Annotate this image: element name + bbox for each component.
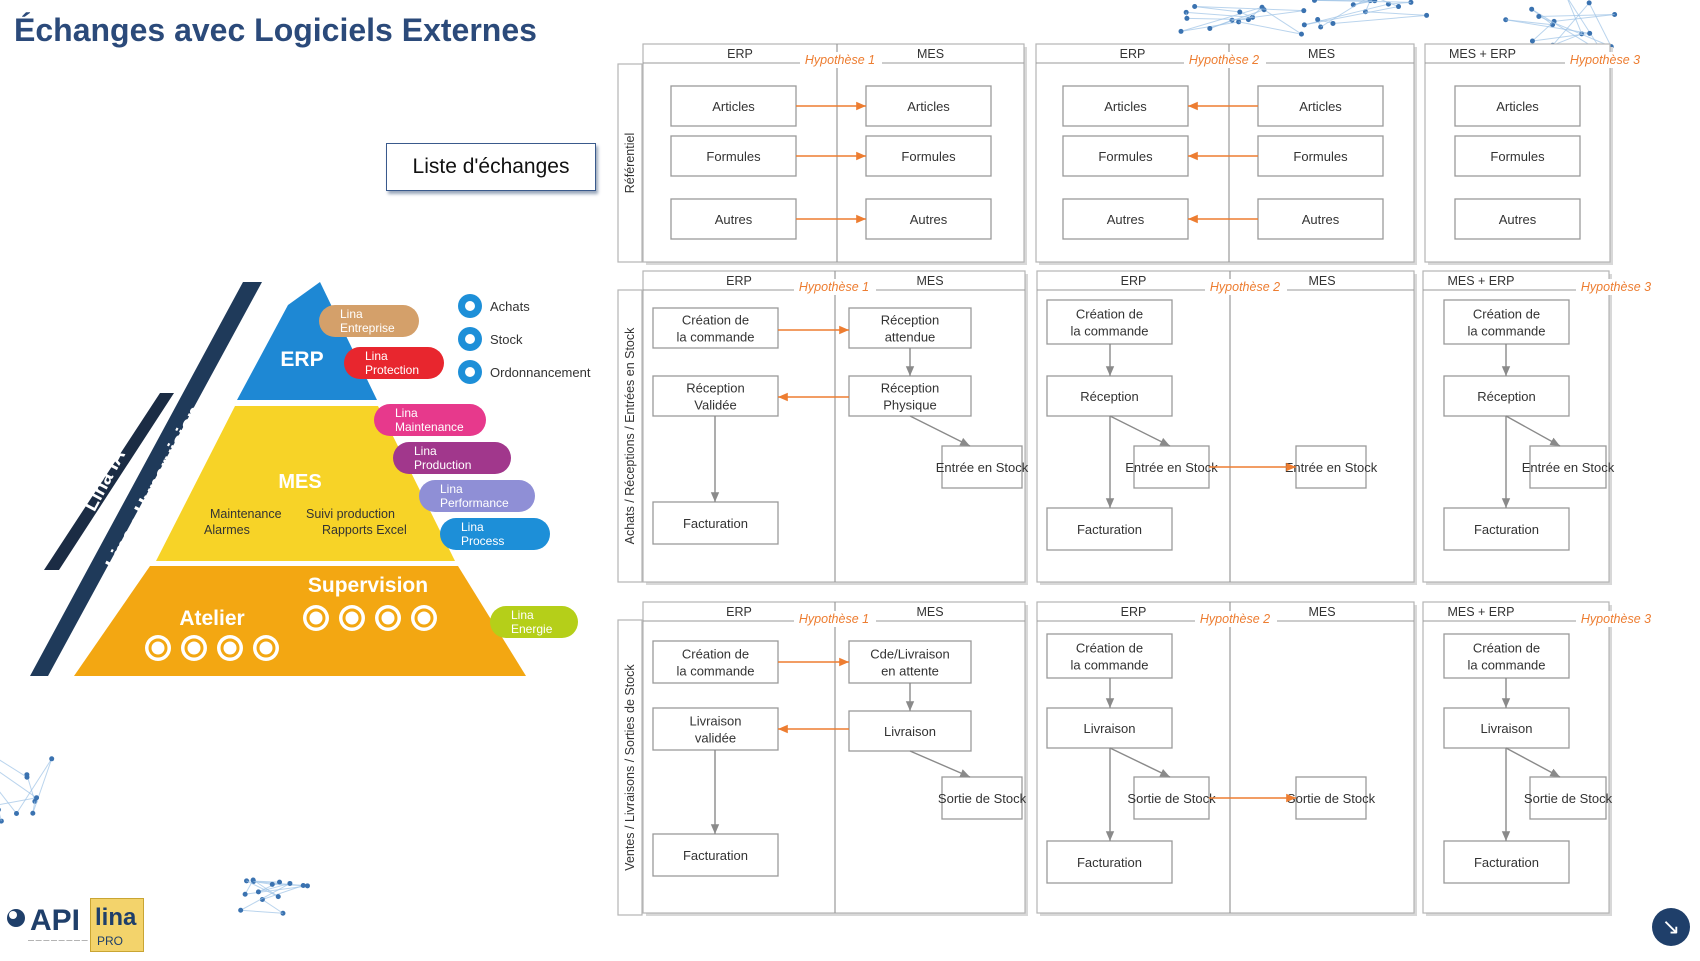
column-header-left: ERP xyxy=(727,47,753,61)
ref-h1-left-0-label: Articles xyxy=(712,99,755,114)
ventes-h1-sortie-stock-label: Sortie de Stock xyxy=(938,791,1027,806)
column-header: MES + ERP xyxy=(1447,605,1514,619)
column-header-right: MES xyxy=(1308,47,1335,61)
column-header-left: ERP xyxy=(1121,605,1147,619)
hypothesis-label: Hypothèse 1 xyxy=(799,280,869,294)
column-header-left: ERP xyxy=(726,274,752,288)
achats-h2-entree-stock-erp-label: Entrée en Stock xyxy=(1125,460,1218,475)
achats-h1-reception-physique-label: Réception xyxy=(881,381,940,396)
ventes-h3-livraison-label: Livraison xyxy=(1480,721,1532,736)
ventes-h3-facturation-label: Facturation xyxy=(1474,855,1539,870)
ref-h2-right-0-label: Articles xyxy=(1299,99,1342,114)
ref-h1-right-2-label: Autres xyxy=(910,212,948,227)
achats-h3-entree-stock-label: Entrée en Stock xyxy=(1522,460,1615,475)
achats-h2-creation-label: Création de xyxy=(1076,307,1143,322)
ref-h1-left-1-label: Formules xyxy=(706,149,761,164)
achats-h3-creation-label: Création de xyxy=(1473,307,1540,322)
ref-h2-right-1-label: Formules xyxy=(1293,149,1348,164)
row-label-2: Ventes / Livraisons / Sorties de Stock xyxy=(623,664,637,871)
ventes-h3-creation-label: la commande xyxy=(1467,658,1545,673)
column-header-right: MES xyxy=(1308,274,1335,288)
achats-h1-entree-stock-label: Entrée en Stock xyxy=(936,460,1029,475)
svg-text:— — — — — — — —: — — — — — — — — xyxy=(28,938,88,944)
achats-h1-reception-validee-label: Réception xyxy=(686,381,745,396)
achats-h2-creation-label: la commande xyxy=(1070,324,1148,339)
achats-h1-reception-validee-label: Validée xyxy=(694,398,736,413)
ventes-h3-creation-label: Création de xyxy=(1473,641,1540,656)
ventes-h2-sortie-stock-erp-label: Sortie de Stock xyxy=(1127,791,1216,806)
ventes-h1-creation-label: Création de xyxy=(682,647,749,662)
ventes-h1-cde-livraison-label: Cde/Livraison xyxy=(870,647,950,662)
achats-h1-creation-label: Création de xyxy=(682,313,749,328)
column-header-right: MES xyxy=(917,47,944,61)
hypothesis-label: Hypothèse 1 xyxy=(799,612,869,626)
ventes-h2-creation-label: Création de xyxy=(1076,641,1143,656)
hypothesis-label: Hypothèse 3 xyxy=(1581,612,1651,626)
achats-h1-reception-attendue-label: Réception xyxy=(881,313,940,328)
column-header-left: ERP xyxy=(726,605,752,619)
achats-h3-reception-label: Réception xyxy=(1477,389,1536,404)
achats-h1-reception-attendue-label: attendue xyxy=(885,330,936,345)
lina-pro-logo: lina PRO xyxy=(90,898,144,952)
ventes-h3-sortie-stock-label: Sortie de Stock xyxy=(1524,791,1613,806)
column-header-right: MES xyxy=(916,274,943,288)
ref-h1-right-1-label: Formules xyxy=(901,149,956,164)
achats-h1-creation-label: la commande xyxy=(676,330,754,345)
column-header-right: MES xyxy=(916,605,943,619)
column-header-right: MES xyxy=(1308,605,1335,619)
ref-h2-right-2-label: Autres xyxy=(1302,212,1340,227)
ref-h3-box-0-label: Articles xyxy=(1496,99,1539,114)
achats-h3-facturation-label: Facturation xyxy=(1474,522,1539,537)
ventes-h1-livraison-validee-label: Livraison xyxy=(689,714,741,729)
ventes-h2-sortie-stock-mes-label: Sortie de Stock xyxy=(1287,791,1376,806)
achats-h2-entree-stock-mes-label: Entrée en Stock xyxy=(1285,460,1378,475)
column-header: MES + ERP xyxy=(1449,47,1516,61)
ventes-h1-creation-label: la commande xyxy=(676,664,754,679)
hypothesis-label: Hypothèse 1 xyxy=(805,53,875,67)
column-header-left: ERP xyxy=(1120,47,1146,61)
ventes-h1-livraison-label: Livraison xyxy=(884,724,936,739)
ref-h2-left-1-label: Formules xyxy=(1098,149,1153,164)
pro-logo-text: PRO xyxy=(97,934,123,948)
achats-h2-reception-label: Réception xyxy=(1080,389,1139,404)
ventes-h1-cde-livraison-label: en attente xyxy=(881,664,939,679)
next-slide-button[interactable]: ↘ xyxy=(1652,908,1690,946)
hypothesis-label: Hypothèse 2 xyxy=(1200,612,1270,626)
column-header: MES + ERP xyxy=(1447,274,1514,288)
hypothesis-label: Hypothèse 2 xyxy=(1189,53,1259,67)
ref-h3-box-1-label: Formules xyxy=(1490,149,1545,164)
ref-h1-right-0-label: Articles xyxy=(907,99,950,114)
ventes-h2-creation-label: la commande xyxy=(1070,658,1148,673)
row-label-1: Achats / Réceptions / Entrées en Stock xyxy=(623,327,637,545)
ref-h3-box-2-label: Autres xyxy=(1499,212,1537,227)
ventes-h2-livraison-label: Livraison xyxy=(1083,721,1135,736)
row-label-0: Référentiel xyxy=(623,133,637,193)
achats-h1-reception-physique-label: Physique xyxy=(883,398,936,413)
column-header-left: ERP xyxy=(1121,274,1147,288)
hypothesis-label: Hypothèse 2 xyxy=(1210,280,1280,294)
api-logo-text: API xyxy=(30,904,80,937)
ref-h2-left-0-label: Articles xyxy=(1104,99,1147,114)
ventes-h1-livraison-validee-label: validée xyxy=(695,731,736,746)
ventes-h2-facturation-label: Facturation xyxy=(1077,855,1142,870)
lina-logo-text: lina xyxy=(95,904,137,931)
ref-h1-left-2-label: Autres xyxy=(715,212,753,227)
ref-h2-left-2-label: Autres xyxy=(1107,212,1145,227)
achats-h2-facturation-label: Facturation xyxy=(1077,522,1142,537)
hypothesis-label: Hypothèse 3 xyxy=(1581,280,1651,294)
ventes-h1-facturation-label: Facturation xyxy=(683,848,748,863)
hypothesis-label: Hypothèse 3 xyxy=(1570,53,1640,67)
achats-h1-facturation-label: Facturation xyxy=(683,516,748,531)
achats-h3-creation-label: la commande xyxy=(1467,324,1545,339)
